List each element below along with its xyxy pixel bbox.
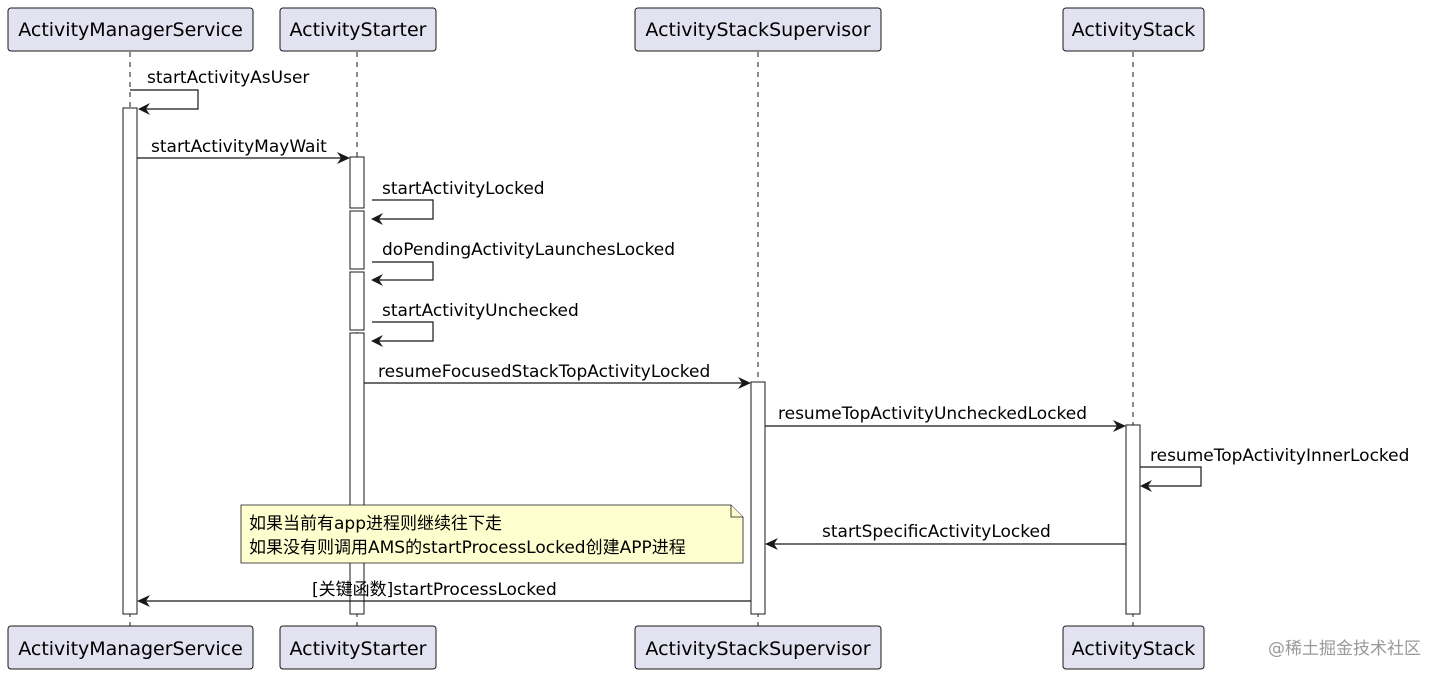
participant-supervisor-top: ActivityStackSupervisor [634, 7, 882, 52]
message-label: startActivityUnchecked [382, 301, 579, 321]
message-start-activity-unchecked: startActivityUnchecked [371, 301, 579, 347]
participant-supervisor-top-label: ActivityStackSupervisor [645, 19, 870, 41]
message-label: [关键函数]startProcessLocked [312, 580, 557, 600]
note: 如果当前有app进程则继续往下走 如果没有则调用AMS的startProcess… [240, 504, 744, 564]
participant-ams-top-label: ActivityManagerService [18, 19, 243, 41]
message-start-specific-activity-locked: startSpecificActivityLocked [765, 522, 1126, 550]
message-start-activity-locked: startActivityLocked [371, 179, 545, 225]
activation-starter-2 [349, 210, 365, 270]
message-resume-top-activity-unchecked-locked: resumeTopActivityUncheckedLocked [765, 404, 1126, 432]
participant-starter-top: ActivityStarter [279, 7, 437, 52]
participant-supervisor-bottom-label: ActivityStackSupervisor [645, 638, 870, 660]
message-start-activity-may-wait: startActivityMayWait [137, 137, 350, 164]
message-label: resumeFocusedStackTopActivityLocked [378, 362, 710, 382]
message-label: resumeTopActivityInnerLocked [1150, 446, 1409, 466]
participant-ams-top: ActivityManagerService [7, 7, 254, 52]
message-label: doPendingActivityLaunchesLocked [382, 240, 675, 260]
message-label: resumeTopActivityUncheckedLocked [778, 404, 1087, 424]
note-line-2: 如果没有则调用AMS的startProcessLocked创建APP进程 [249, 538, 686, 558]
activation-starter-3 [349, 271, 365, 331]
message-label: startActivityMayWait [151, 137, 327, 157]
participant-starter-top-label: ActivityStarter [290, 19, 427, 41]
message-label: startSpecificActivityLocked [822, 522, 1051, 542]
participant-ams-bottom: ActivityManagerService [7, 625, 254, 670]
participant-starter-bottom-label: ActivityStarter [290, 638, 427, 660]
watermark: @稀土掘金技术社区 [1268, 639, 1421, 659]
message-do-pending-activity-launches-locked: doPendingActivityLaunchesLocked [371, 240, 675, 286]
participant-stack-top-label: ActivityStack [1072, 19, 1196, 41]
message-resume-top-activity-inner-locked: resumeTopActivityInnerLocked [1140, 446, 1409, 492]
activation-supervisor [750, 381, 766, 615]
activation-starter-4 [349, 332, 365, 615]
message-start-process-locked: [关键函数]startProcessLocked [137, 580, 751, 607]
note-line-1: 如果当前有app进程则继续往下走 [249, 514, 502, 534]
activation-ams [122, 107, 138, 615]
message-label: startActivityLocked [382, 179, 545, 199]
participant-stack-bottom-label: ActivityStack [1072, 638, 1196, 660]
message-label: startActivityAsUser [147, 68, 309, 88]
message-resume-focused-stack-top-activity-locked: resumeFocusedStackTopActivityLocked [364, 362, 751, 389]
message-start-activity-as-user: startActivityAsUser [130, 68, 309, 115]
participant-stack-bottom: ActivityStack [1062, 625, 1205, 670]
participant-ams-bottom-label: ActivityManagerService [18, 638, 243, 660]
participant-stack-top: ActivityStack [1062, 7, 1205, 52]
participant-supervisor-bottom: ActivityStackSupervisor [634, 625, 882, 670]
activation-stack [1125, 424, 1141, 615]
participant-starter-bottom: ActivityStarter [279, 625, 437, 670]
activation-starter-1 [349, 156, 365, 209]
